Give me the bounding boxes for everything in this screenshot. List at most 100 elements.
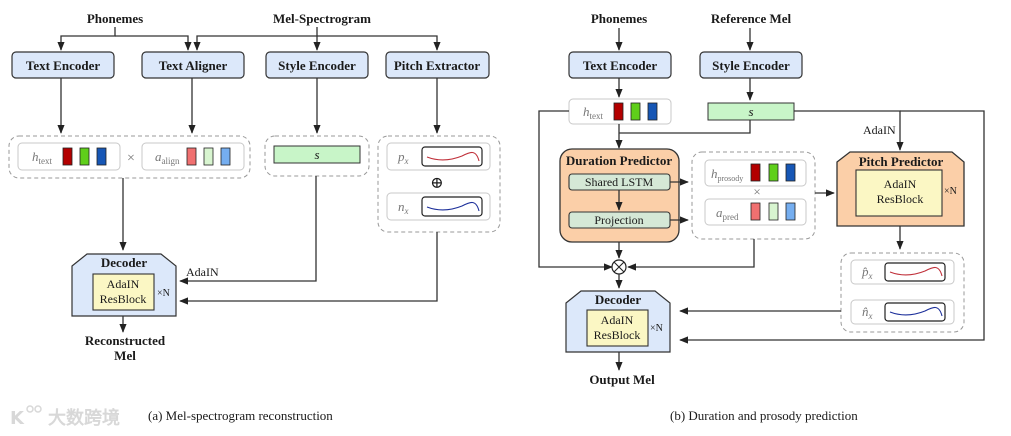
pitch-curve-item: px (386, 142, 491, 171)
pitch-repeat-label: ×N (944, 186, 957, 197)
alignment-group (8, 135, 251, 179)
text-encoder-label-b: Text Encoder (583, 58, 657, 73)
adain-resblock-b (586, 309, 649, 347)
duration-predictor-title: Duration Predictor (566, 153, 672, 168)
light-red-token (750, 202, 761, 221)
h-text-vector: htext (17, 142, 121, 171)
h-text-to-otimes-arrow (538, 110, 613, 271)
h-text-symbol: htext (32, 149, 52, 166)
p-x-symbol: px (397, 149, 409, 166)
h-prosody-vector: hprosody (704, 159, 807, 187)
n-hat-symbol: n̂x (862, 304, 873, 321)
mel-to-pitch-extractor-arrow (317, 35, 441, 51)
h-prosody-symbol: hprosody (711, 166, 743, 183)
decoder-title-b: Decoder (595, 292, 641, 307)
pitch-predictor-title: Pitch Predictor (859, 154, 944, 169)
predicted-energy-item: n̂x (850, 299, 955, 325)
blue-token (96, 147, 107, 166)
caption-a: (a) Mel-spectrogram reconstruction (148, 408, 333, 423)
projection-label: Projection (594, 213, 643, 227)
style-to-decoder-arrow-b (679, 110, 985, 344)
style-group (264, 135, 370, 177)
prosody-group (377, 135, 501, 233)
panel-b: Phonemes Reference Mel Text Encoder Styl… (538, 11, 985, 423)
style-encoder-block: Style Encoder (265, 51, 369, 79)
multiply-symbol: × (127, 151, 135, 166)
repeat-label: ×N (157, 288, 170, 299)
n-x-symbol: nx (398, 199, 409, 216)
resblock-line2: ResBlock (100, 292, 147, 306)
blue-token (647, 102, 658, 121)
phonemes-input-label-b: Phonemes (591, 11, 647, 26)
style-encoder-label: Style Encoder (278, 58, 356, 73)
green-token (768, 163, 779, 182)
style-vector: s (273, 145, 361, 164)
style-vector-b: s (707, 102, 795, 121)
decoder-b-resblock-line2: ResBlock (594, 328, 641, 342)
adain-resblock-pitch (855, 169, 943, 217)
mel-spectrogram-input-label: Mel-Spectrogram (273, 11, 371, 26)
otimes-operator (611, 259, 627, 275)
pitch-extractor-label: Pitch Extractor (394, 58, 481, 73)
phonemes-to-text-aligner-arrow (115, 35, 192, 51)
phonemes-input-label: Phonemes (87, 11, 143, 26)
caption-b: (b) Duration and prosody prediction (670, 408, 858, 423)
reference-mel-label: Reference Mel (711, 11, 792, 26)
output-mel-label: Output Mel (589, 372, 655, 387)
style-vector-symbol: s (314, 147, 319, 162)
decoder-b-resblock-line1: AdaIN (601, 313, 634, 327)
light-blue-token (220, 147, 231, 166)
watermark: K 大数跨境 (10, 405, 120, 429)
decoder-block-b: Decoder AdaIN ResBlock ×N (565, 290, 671, 353)
green-token (630, 102, 641, 121)
pitch-resblock-line1: AdaIN (884, 177, 917, 191)
red-token (613, 102, 624, 121)
apred-to-otimes-arrow (627, 239, 755, 271)
decoder-block-a: Decoder AdaIN ResBlock ×N (71, 253, 177, 317)
green-token (79, 147, 90, 166)
light-blue-token (785, 202, 796, 221)
adain-label-b: AdaIN (863, 123, 896, 137)
a-align-vector: aalign (141, 142, 245, 171)
energy-curve-icon (426, 201, 480, 212)
adain-resblock-a (92, 273, 155, 311)
h-text-symbol-b: htext (583, 104, 603, 121)
text-encoder-label: Text Encoder (26, 58, 100, 73)
prosody-to-decoder-arrow (179, 232, 438, 305)
a-pred-symbol: apred (716, 205, 739, 222)
red-token (750, 163, 761, 182)
pitch-predictor-block: Pitch Predictor AdaIN ResBlock ×N (836, 151, 965, 227)
style-to-decoder-arrow (179, 176, 317, 285)
style-encoder-label-b: Style Encoder (712, 58, 790, 73)
predicted-pitch-curve-icon (889, 266, 943, 277)
decoder-b-repeat-label: ×N (650, 323, 663, 334)
multiply-symbol-b: × (753, 184, 760, 199)
style-to-duration-line (619, 120, 751, 134)
resblock-line1: AdaIN (107, 277, 140, 291)
decoder-title-a: Decoder (101, 255, 147, 270)
style-vector-symbol-b: s (748, 104, 753, 119)
mel-to-text-aligner-arrow (193, 27, 318, 51)
watermark-logo-icon: K (10, 408, 25, 429)
pitch-resblock-line2: ResBlock (877, 192, 924, 206)
pitch-extractor-block: Pitch Extractor (385, 51, 490, 79)
style-encoder-block-b: Style Encoder (699, 51, 803, 79)
blue-token (785, 163, 796, 182)
energy-curve-item: nx (386, 192, 491, 221)
text-aligner-label: Text Aligner (159, 58, 228, 73)
shared-lstm-label: Shared LSTM (585, 175, 654, 189)
text-encoder-block: Text Encoder (11, 51, 115, 79)
a-pred-vector: apred (704, 198, 807, 226)
h-text-vector-b: htext (568, 98, 672, 125)
light-green-token (203, 147, 214, 166)
predicted-energy-curve-icon (889, 306, 943, 317)
phonemes-to-text-encoder-arrow (57, 27, 116, 51)
reconstructed-mel-label-2: Mel (114, 348, 136, 363)
panel-a: Phonemes Mel-Spectrogram Text Encoder Te… (8, 11, 501, 423)
text-encoder-block-b: Text Encoder (568, 51, 672, 79)
oplus-symbol: ⊕ (430, 175, 443, 192)
reconstructed-mel-label-1: Reconstructed (85, 333, 166, 348)
text-aligner-block: Text Aligner (141, 51, 245, 79)
a-align-symbol: aalign (155, 149, 180, 166)
